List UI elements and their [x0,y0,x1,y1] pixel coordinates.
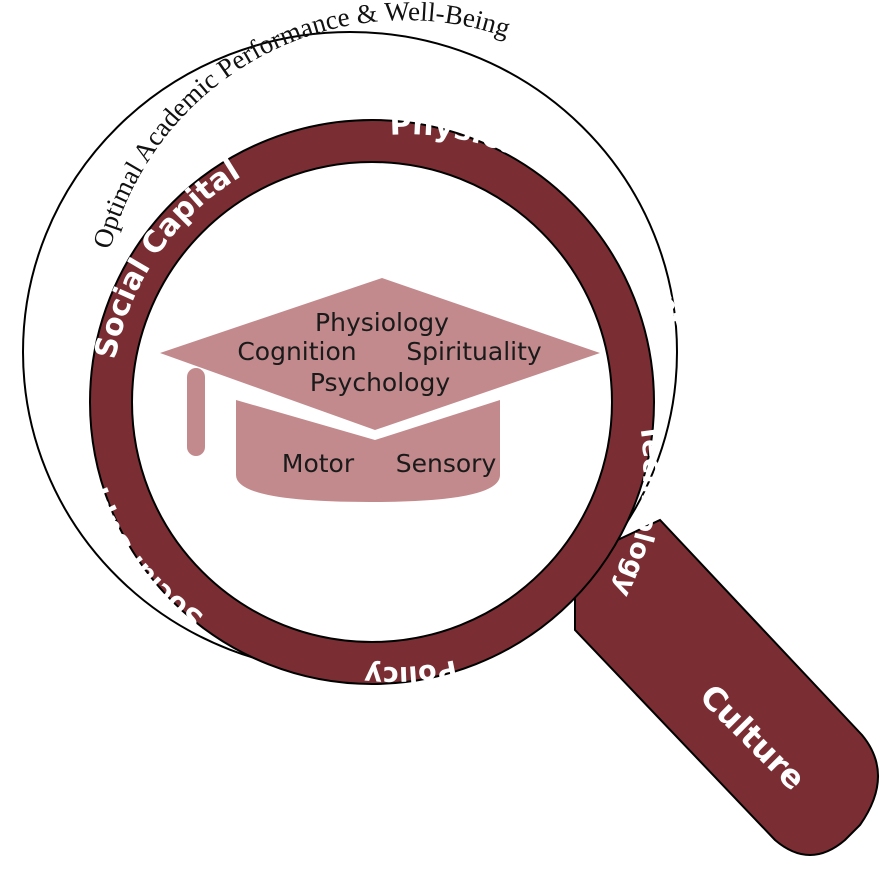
magnifier-handle [574,518,879,856]
cap-label-physiology: Physiology [315,308,449,337]
graduation-cap-icon [160,278,600,502]
cap-label-psychology: Psychology [310,368,450,397]
cap-label-spirituality: Spirituality [406,337,542,366]
cap-label-cognition: Cognition [237,337,356,366]
cap-label-sensory: Sensory [396,449,497,478]
cap-label-motor: Motor [282,449,355,478]
